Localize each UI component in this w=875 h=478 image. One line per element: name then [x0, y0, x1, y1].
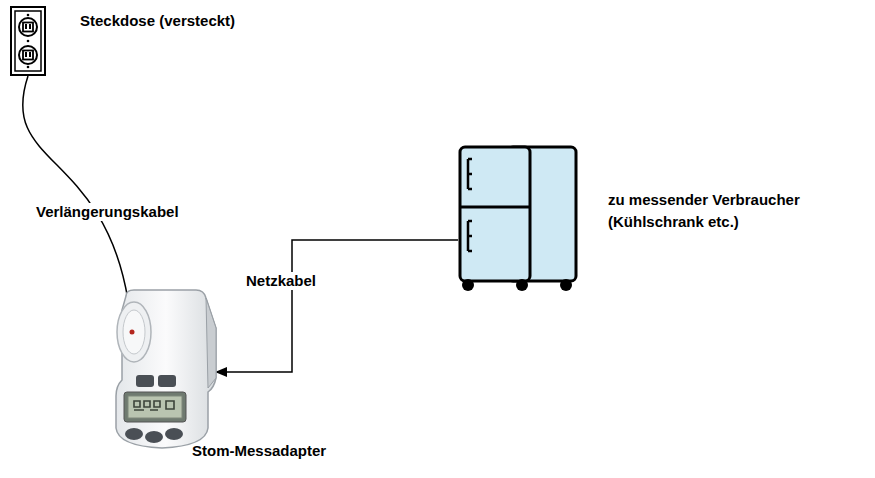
fridge-appliance: zu messender Verbraucher (Kühlschrank et… — [458, 145, 578, 293]
node-label: Steckdose (versteckt) — [80, 10, 340, 32]
power-meter-adapter: Stom-Messadapter — [112, 288, 220, 450]
cable-connector — [216, 240, 458, 372]
fridge-appliance-icon — [458, 145, 578, 293]
cable-label: Verlängerungskabel — [34, 203, 181, 221]
node-label: zu messender Verbraucher (Kühlschrank et… — [608, 189, 818, 233]
node-label: Stom-Messadapter — [192, 440, 392, 462]
wall-outlet: Steckdose (versteckt) — [10, 6, 46, 76]
power-meter-adapter-icon — [112, 288, 220, 450]
cable-connector — [23, 76, 128, 300]
wall-outlet-icon — [10, 6, 46, 76]
cable-label: Netzkabel — [244, 272, 318, 290]
